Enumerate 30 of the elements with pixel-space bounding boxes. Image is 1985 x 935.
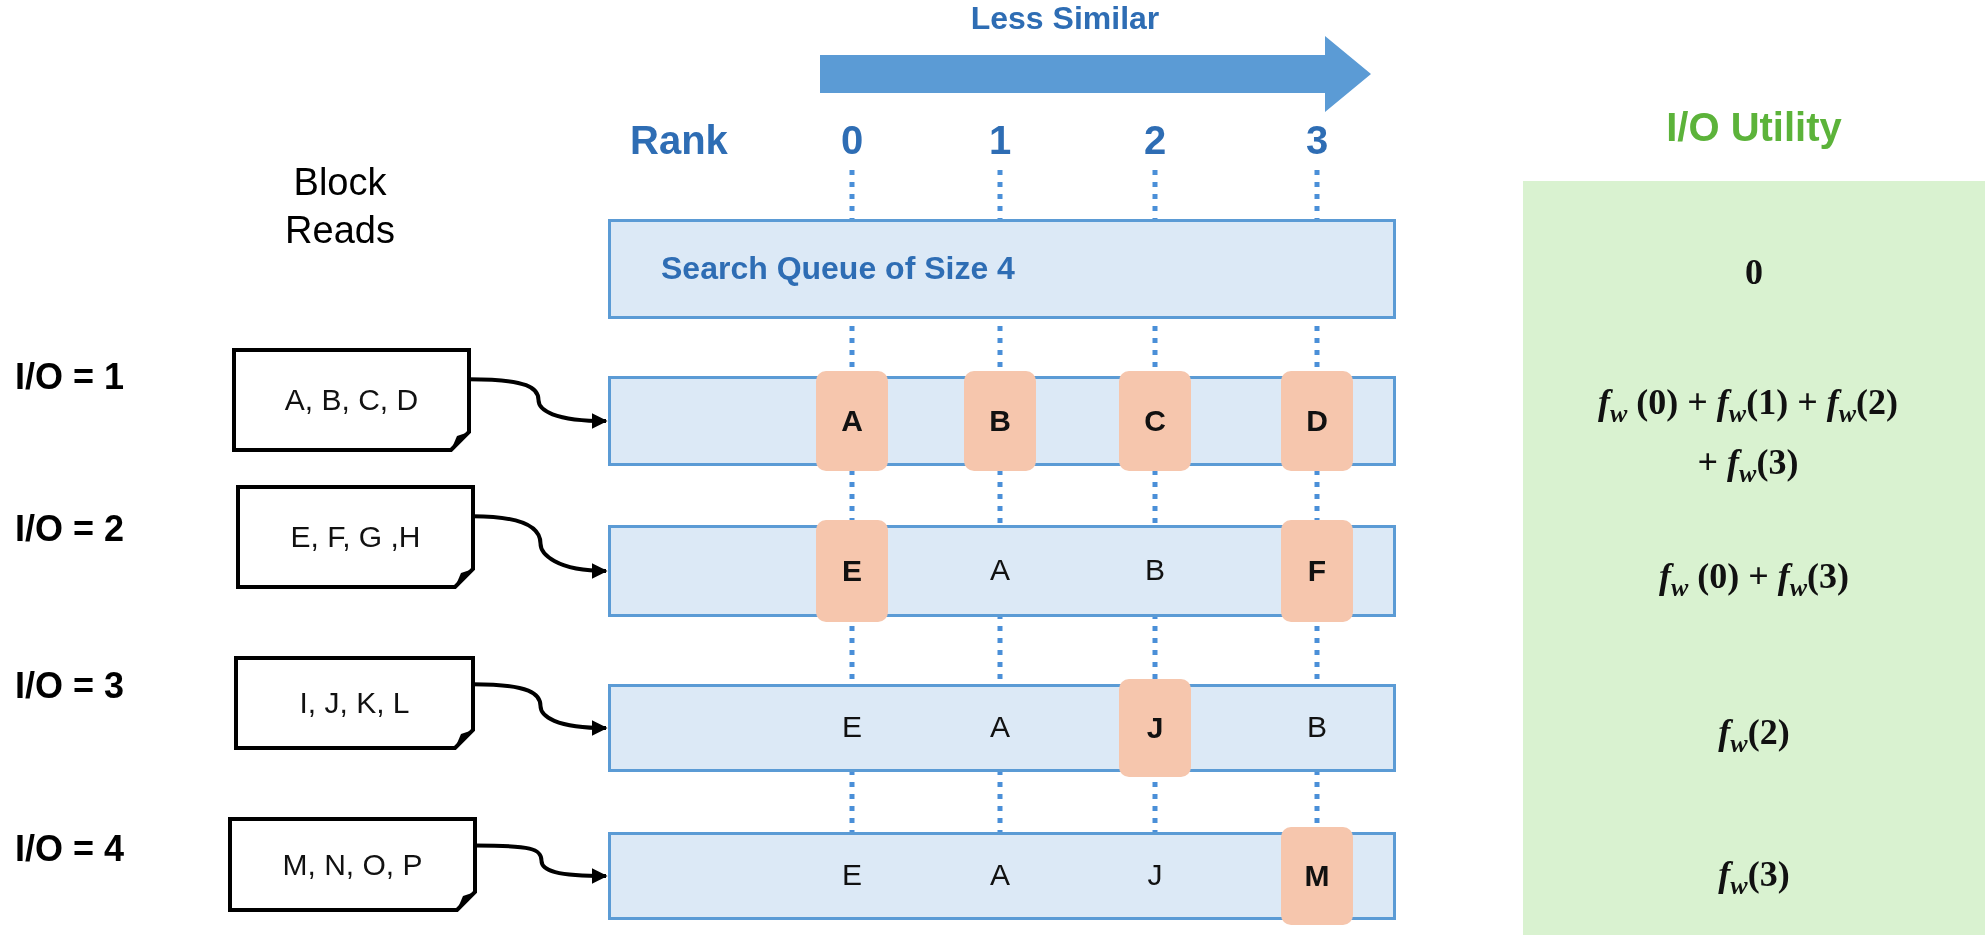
queue-entry: J [1146,858,1164,892]
block-list: A, B, C, D [284,383,419,417]
queue-entry: B [1144,553,1166,587]
rank-number: 1 [987,118,1013,163]
row-label: I/O = 2 [15,508,126,550]
formula: f$_{w}$(2) [1717,711,1791,761]
queue-entry: A [989,710,1011,744]
block-list: I, J, K, L [299,686,410,720]
queue-entry: A [989,858,1011,892]
block-list: M, N, O, P [282,847,423,882]
axis-label: Rank [630,118,729,163]
queue-entry: E [841,710,863,744]
row-label: I/O = 1 [15,356,126,398]
column-heading: Block Reads [284,160,396,253]
panel-heading: I/O Utility [1665,105,1843,150]
queue-title: Search Queue of Size 4 [661,250,1015,287]
formula: f$_{w}$ (0) + f$_{w}$(1) + f$_{w}$(2) + f$_{w}$(3) [1598,381,1898,491]
rank-number: 2 [1142,118,1168,163]
queue-entry: A [989,553,1011,587]
formula: f$_{w}$(3) [1717,853,1791,903]
queue-entry: E [841,858,863,892]
formula: 0 [1744,251,1764,294]
rank-number: 3 [1304,118,1330,163]
arrow-label: Less Similar [969,0,1161,37]
rank-number: 0 [839,118,865,163]
queue-entry: B [1306,710,1328,744]
formula: f$_{w}$ (0) + f$_{w}$(3) [1657,555,1851,605]
row-label: I/O = 3 [15,665,126,707]
row-label: I/O = 4 [15,828,126,870]
block-list: E, F, G ,H [290,520,421,554]
